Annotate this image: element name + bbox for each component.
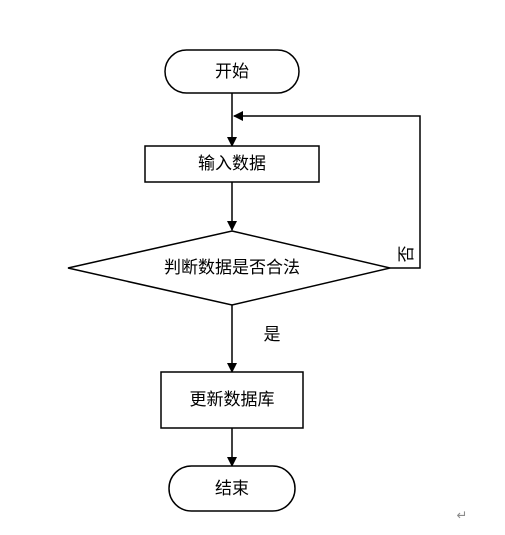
start-node: 开始 bbox=[164, 49, 300, 94]
end-node-shape bbox=[168, 465, 296, 512]
decision-node-label: 判断数据是否合法 bbox=[164, 258, 300, 278]
return-mark-icon: ↵ bbox=[457, 509, 468, 524]
input-node-shape bbox=[144, 145, 320, 183]
decision-node: 判断数据是否合法 bbox=[67, 230, 391, 306]
input-node: 输入数据 bbox=[144, 145, 320, 183]
end-node: 结束 bbox=[168, 465, 296, 512]
end-node-label: 结束 bbox=[215, 479, 249, 499]
update-node: 更新数据库 bbox=[160, 371, 304, 429]
input-node-label: 输入数据 bbox=[198, 154, 266, 174]
update-node-label: 更新数据库 bbox=[190, 390, 275, 410]
edge-yes-label: 是 bbox=[264, 325, 281, 345]
edge-no-label: 否 bbox=[397, 246, 417, 263]
edge-no-loop-back bbox=[233, 111, 421, 269]
start-node-label: 开始 bbox=[215, 62, 249, 82]
